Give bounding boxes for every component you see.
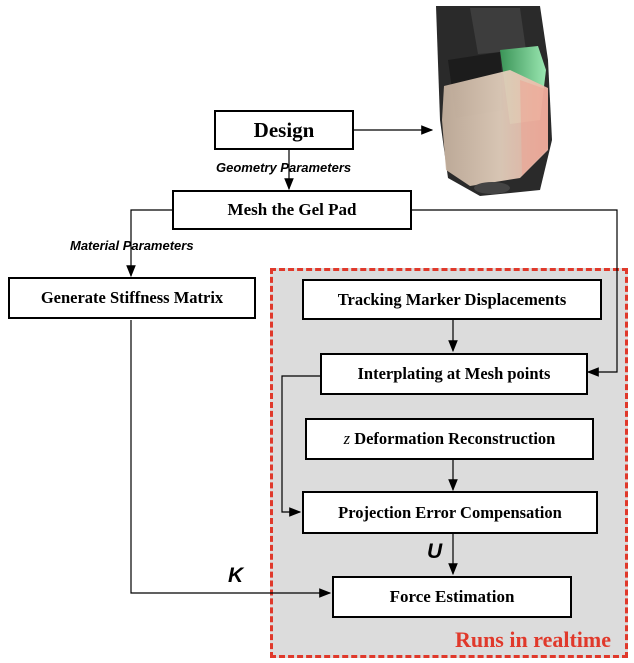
u-label: U (427, 540, 443, 563)
force-box: Force Estimation (332, 576, 572, 618)
tracking-box: Tracking Marker Displacements (302, 279, 602, 320)
projection-box: Projection Error Compensation (302, 491, 598, 534)
mesh-box: Mesh the Gel Pad (172, 190, 412, 230)
arrow-mesh-to-stiffness (126, 209, 173, 278)
deformation-label: Deformation Reconstruction (354, 429, 556, 448)
arrow-interplating-to-projection (281, 375, 321, 517)
deformation-box: z Deformation Reconstruction (305, 418, 594, 460)
region-label: Runs in realtime (454, 627, 611, 652)
design-box: Design (214, 110, 354, 150)
geometry-parameters-label: Geometry Parameters (216, 160, 352, 175)
k-label: K (228, 564, 244, 587)
stiffness-box: Generate Stiffness Matrix (8, 277, 256, 319)
z-variable: z (343, 429, 351, 448)
material-parameters-label: Material Parameters (70, 238, 194, 253)
arrow-mesh-to-interplating (410, 209, 618, 377)
arrow-stiffness-to-force (130, 320, 332, 598)
interplating-box: Interplating at Mesh points (320, 353, 588, 395)
